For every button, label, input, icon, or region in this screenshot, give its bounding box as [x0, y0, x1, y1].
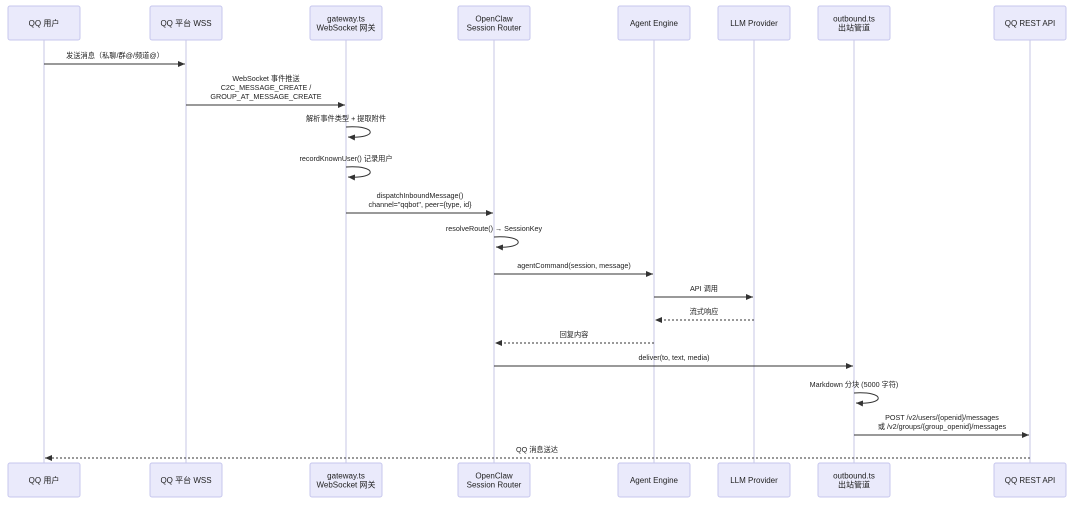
message-label: agentCommand(session, message) — [517, 261, 630, 270]
participant-box — [149, 5, 223, 41]
message-label: channel="qqbot", peer={type, id} — [368, 200, 472, 209]
participant-label: LLM Provider — [730, 19, 778, 28]
participant-label: QQ 用户 — [29, 475, 60, 485]
message-label: 解析事件类型 + 提取附件 — [306, 114, 386, 123]
message-9: 回复内容 — [495, 330, 654, 346]
message-13: QQ 消息送达 — [45, 445, 1030, 461]
message-label: deliver(to, text, media) — [638, 353, 709, 362]
message-label: Markdown 分块 (5000 字符) — [810, 380, 899, 389]
message-11: Markdown 分块 (5000 字符) — [810, 380, 899, 407]
message-label: resolveRoute() → SessionKey — [446, 224, 543, 233]
message-label: dispatchInboundMessage() — [377, 191, 464, 200]
participant-label: Agent Engine — [630, 476, 679, 485]
participant-label: Session Router — [467, 481, 522, 490]
participant-box — [617, 5, 691, 41]
participant-box — [993, 462, 1067, 498]
message-label: WebSocket 事件推送 — [232, 74, 299, 83]
message-label: 或 /v2/groups/{group_openid}/messages — [878, 422, 1007, 431]
message-label: 发送消息（私聊/群@/频道@） — [66, 51, 164, 60]
message-label: GROUP_AT_MESSAGE_CREATE — [210, 92, 321, 101]
message-8: 流式响应 — [655, 307, 754, 323]
self-message-arrow — [345, 126, 371, 141]
participant-rest-bottom: QQ REST API — [993, 462, 1067, 498]
participant-label: LLM Provider — [730, 476, 778, 485]
participant-label: outbound.ts — [833, 15, 875, 24]
participant-box — [7, 5, 81, 41]
participant-box — [717, 5, 791, 41]
participant-agent-bottom: Agent Engine — [617, 462, 691, 498]
participant-label: WebSocket 网关 — [317, 480, 376, 490]
participant-rest-top: QQ REST API — [993, 5, 1067, 41]
participant-box — [817, 462, 891, 498]
participant-label: QQ 平台 WSS — [160, 475, 211, 485]
participant-label: 出站管道 — [838, 23, 870, 33]
participant-user-bottom: QQ 用户 — [7, 462, 81, 498]
message-2: 解析事件类型 + 提取附件 — [306, 114, 386, 141]
participant-label: 出站管道 — [838, 480, 870, 490]
participant-label: gateway.ts — [327, 472, 365, 481]
participant-label: QQ REST API — [1005, 19, 1056, 28]
message-10: deliver(to, text, media) — [494, 353, 853, 369]
participant-box — [309, 462, 383, 498]
message-6: agentCommand(session, message) — [494, 261, 653, 277]
message-label: 回复内容 — [560, 330, 589, 339]
participant-label: OpenClaw — [475, 472, 513, 481]
message-label: QQ 消息送达 — [516, 445, 558, 454]
message-4: dispatchInboundMessage()channel="qqbot",… — [346, 191, 493, 216]
message-label: recordKnownUser() 记录用户 — [299, 154, 392, 163]
participant-label: outbound.ts — [833, 472, 875, 481]
participant-label: Agent Engine — [630, 19, 679, 28]
lifelines — [43, 40, 1031, 463]
participant-label: OpenClaw — [475, 15, 513, 24]
participant-agent-top: Agent Engine — [617, 5, 691, 41]
participant-label: WebSocket 网关 — [317, 23, 376, 33]
participant-wss-top: QQ 平台 WSS — [149, 5, 223, 41]
message-3: recordKnownUser() 记录用户 — [299, 154, 393, 181]
participant-label: QQ 用户 — [29, 18, 60, 28]
messages: 发送消息（私聊/群@/频道@） WebSocket 事件推送C2C_MESSAGE… — [44, 51, 1030, 461]
participant-box — [7, 462, 81, 498]
participant-box — [993, 5, 1067, 41]
participant-box — [817, 5, 891, 41]
participant-box — [617, 462, 691, 498]
participant-user-top: QQ 用户 — [7, 5, 81, 41]
message-label: API 调用 — [690, 284, 718, 293]
participant-box — [457, 462, 531, 498]
participant-box — [149, 462, 223, 498]
participant-box — [457, 5, 531, 41]
participant-box — [717, 462, 791, 498]
participant-label: QQ 平台 WSS — [160, 18, 211, 28]
self-message-arrow — [493, 236, 519, 251]
message-7: API 调用 — [654, 284, 753, 300]
message-label: C2C_MESSAGE_CREATE / — [221, 83, 312, 92]
participant-wss-bottom: QQ 平台 WSS — [149, 462, 223, 498]
participant-llm-bottom: LLM Provider — [717, 462, 791, 498]
message-label: 流式响应 — [690, 307, 719, 316]
message-0: 发送消息（私聊/群@/频道@） — [44, 51, 185, 67]
participant-box — [309, 5, 383, 41]
message-label: POST /v2/users/{openid}/messages — [885, 413, 999, 422]
participant-llm-top: LLM Provider — [717, 5, 791, 41]
self-message-arrow — [345, 166, 371, 181]
participant-label: QQ REST API — [1005, 476, 1056, 485]
participant-label: Session Router — [467, 24, 522, 33]
participant-label: gateway.ts — [327, 15, 365, 24]
self-message-arrow — [853, 392, 879, 407]
message-5: resolveRoute() → SessionKey — [446, 224, 543, 251]
